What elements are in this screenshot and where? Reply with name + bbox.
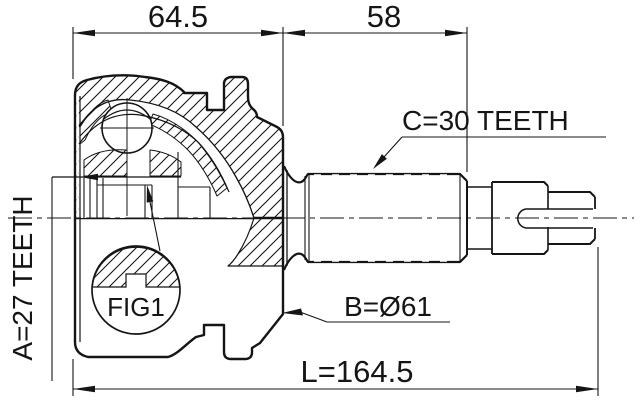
cylinder-top bbox=[492, 181, 549, 187]
end-bottom bbox=[548, 238, 596, 245]
label-a-teeth: A=27 TEETH bbox=[7, 195, 38, 360]
shaft bbox=[282, 165, 596, 271]
inner-race-right bbox=[149, 149, 182, 177]
neck-bottom bbox=[282, 252, 468, 271]
detail-circle-fig1: FIG1 bbox=[91, 185, 181, 335]
dim-64-5-label: 64.5 bbox=[148, 0, 208, 34]
detail-label: FIG1 bbox=[107, 292, 165, 322]
detail-leader-line bbox=[149, 201, 161, 252]
detail-tooth-section bbox=[91, 246, 181, 288]
neck-top bbox=[282, 165, 468, 184]
label-b-arrow bbox=[282, 308, 303, 316]
arrowhead bbox=[283, 29, 305, 37]
cylinder-bottom bbox=[492, 249, 549, 255]
dimensions: 64.5 58 C=30 TEETH A=27 TEETH B=Ø61 L=16… bbox=[7, 0, 606, 396]
cage-wedge-right bbox=[148, 113, 228, 197]
cavity-boundary bbox=[78, 98, 255, 219]
detail-leader-arrow bbox=[146, 185, 154, 203]
inner-race-left bbox=[83, 149, 128, 177]
label-c-teeth: C=30 TEETH bbox=[402, 105, 569, 136]
arrowhead bbox=[73, 29, 95, 37]
label-b-diameter: B=Ø61 bbox=[344, 291, 432, 322]
outer-race-section bbox=[73, 74, 285, 361]
housing-exterior-bottom bbox=[73, 218, 285, 361]
back-wedge-bottom bbox=[227, 217, 284, 267]
label-c-arrow bbox=[373, 154, 387, 169]
cage-band-lower-edge bbox=[78, 113, 230, 193]
dim-58-label: 58 bbox=[367, 0, 401, 34]
label-b-leader-line bbox=[299, 311, 328, 323]
arrowhead bbox=[261, 29, 283, 37]
left-face-land bbox=[76, 96, 79, 218]
label-a-arrow bbox=[80, 173, 98, 181]
arrowhead bbox=[73, 385, 95, 393]
end-top bbox=[548, 191, 596, 198]
arrowhead bbox=[445, 29, 467, 37]
dim-length-label: L=164.5 bbox=[301, 354, 414, 389]
arrowhead bbox=[576, 385, 598, 393]
